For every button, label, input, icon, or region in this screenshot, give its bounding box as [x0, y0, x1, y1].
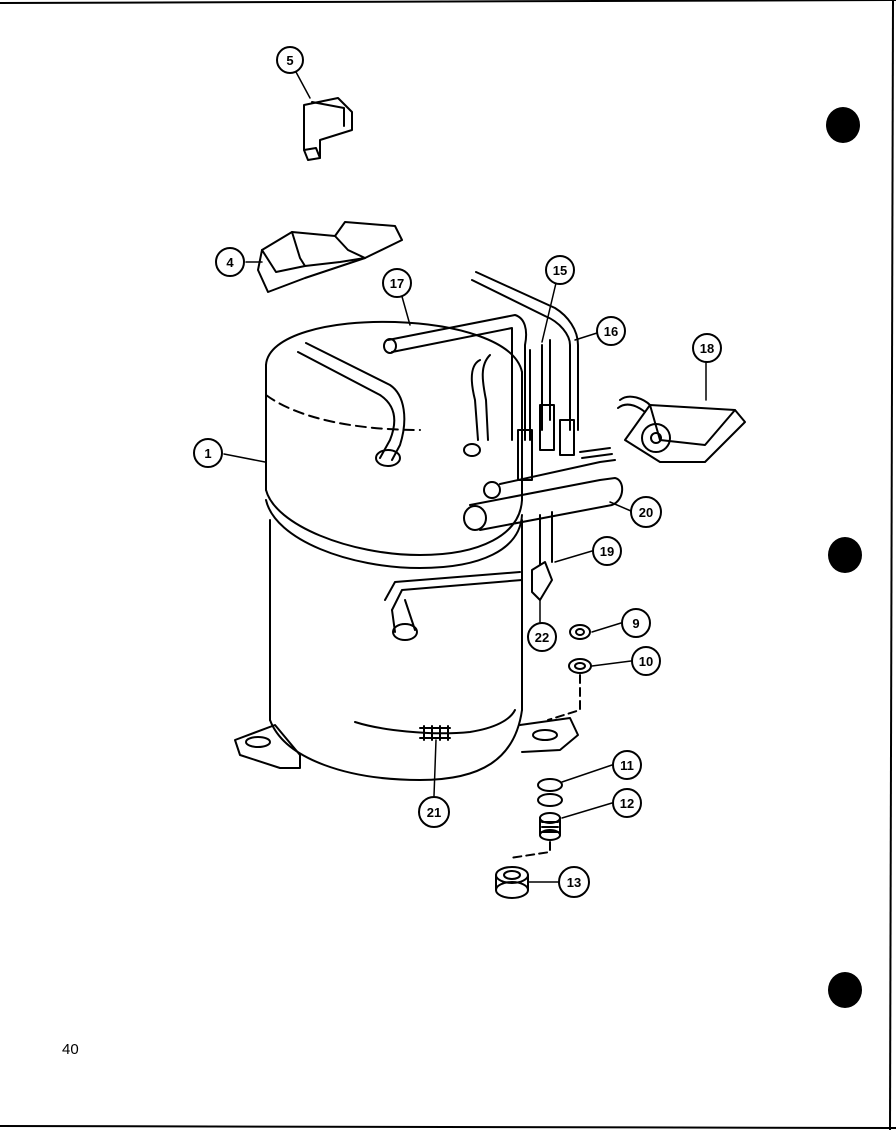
callout-label-19: 19	[600, 544, 614, 559]
leader-lines	[223, 71, 707, 883]
callout-part-5: 5	[276, 46, 304, 74]
compressor-body-part-1	[234, 320, 579, 781]
mounting-hardware-parts-9-13	[495, 624, 592, 899]
callout-part-1: 1	[193, 438, 223, 468]
clip-bracket-part-5	[303, 97, 353, 161]
callout-label-5: 5	[286, 53, 293, 68]
terminal-cover-part-4	[257, 221, 403, 293]
callout-part-9: 9	[621, 608, 651, 638]
callout-label-9: 9	[632, 616, 639, 631]
callout-part-21: 21	[418, 796, 450, 828]
callout-label-10: 10	[639, 654, 653, 669]
discharge-tubes-part-15-16	[463, 271, 579, 481]
binding-hole-middle	[828, 537, 862, 573]
callout-label-4: 4	[226, 255, 234, 270]
callout-part-18: 18	[692, 333, 722, 363]
callout-part-13: 13	[558, 866, 590, 898]
suction-tube-part-17	[383, 314, 528, 441]
relay-part-18	[617, 395, 746, 463]
callout-part-10: 10	[631, 646, 661, 676]
binding-hole-bottom	[828, 972, 862, 1008]
callout-part-22: 22	[527, 622, 557, 652]
callout-part-20: 20	[630, 496, 662, 528]
callout-label-12: 12	[620, 796, 634, 811]
callout-label-20: 20	[639, 505, 653, 520]
callout-label-13: 13	[567, 875, 581, 890]
callout-part-17: 17	[382, 268, 412, 298]
callout-label-1: 1	[204, 446, 211, 461]
callout-label-11: 11	[620, 758, 634, 773]
header-tube-part-20	[463, 447, 624, 531]
callout-part-16: 16	[596, 316, 626, 346]
callout-part-19: 19	[592, 536, 622, 566]
callout-label-17: 17	[390, 276, 404, 291]
page-number: 40	[62, 1041, 79, 1058]
callout-label-18: 18	[700, 341, 714, 356]
callout-label-22: 22	[535, 630, 549, 645]
stem-part-19-22	[531, 511, 553, 601]
callout-label-16: 16	[604, 324, 618, 339]
callout-label-21: 21	[427, 805, 441, 820]
callout-part-11: 11	[612, 750, 642, 780]
callout-bubbles: 5 4 17 15 16 18	[193, 46, 722, 898]
callout-label-15: 15	[553, 263, 567, 278]
callout-part-12: 12	[612, 788, 642, 818]
callout-part-15: 15	[545, 255, 575, 285]
binding-hole-top	[826, 107, 860, 143]
callout-part-4: 4	[215, 247, 245, 277]
